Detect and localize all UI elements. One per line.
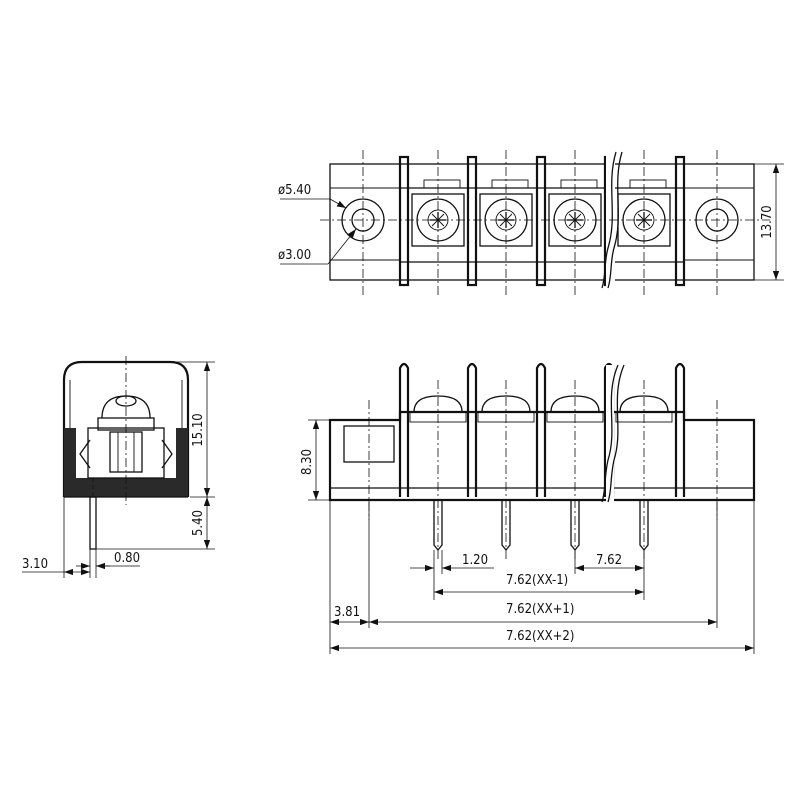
dim-span-plus-2: 7.62(XX+2) xyxy=(330,629,754,652)
front-view: 8.30 1.20 7.62 7.62(XX-1) 3.81 xyxy=(300,362,756,654)
dim-front-height: 8.30 xyxy=(300,419,330,501)
dim-pin-thickness-label: 0.80 xyxy=(114,551,140,566)
dim-span-plus-2-label: 7.62(XX+2) xyxy=(506,629,574,644)
dim-inner-diameter-label: ø3.00 xyxy=(278,248,311,263)
dim-width-top-label: 13.70 xyxy=(760,205,775,238)
dim-span-plus-1: 3.81 7.62(XX+1) xyxy=(329,500,755,654)
top-view-centerlines xyxy=(320,150,770,295)
dim-outer-diameter-label: ø5.40 xyxy=(278,183,311,198)
top-view-barriers xyxy=(398,155,686,287)
front-view-screws xyxy=(409,395,673,423)
front-view-barriers xyxy=(398,362,686,497)
front-view-centerlines xyxy=(368,380,718,560)
dim-pin-width-label: 1.20 xyxy=(462,553,488,568)
dim-outer-diameter: ø5.40 xyxy=(278,183,347,209)
dim-body-height-label: 15.10 xyxy=(191,413,206,446)
dim-inner-diameter: ø3.00 xyxy=(278,228,357,265)
dim-width-top: 13.70 xyxy=(754,163,784,281)
dim-side-offset-label: 3.10 xyxy=(22,557,48,572)
front-view-break-mark xyxy=(601,364,625,505)
dim-span-minus-1: 7.62(XX-1) xyxy=(434,573,644,596)
front-view-pins xyxy=(433,500,649,552)
top-view: 13.70 ø5.40 ø3.00 xyxy=(278,150,784,295)
dim-pitch-label: 7.62 xyxy=(596,553,622,568)
dim-edge-offset-label: 3.81 xyxy=(334,605,360,620)
dim-span-minus-1-label: 7.62(XX-1) xyxy=(506,573,568,588)
dim-pin-height: 5.40 xyxy=(96,497,215,550)
dim-pin-height-label: 5.40 xyxy=(191,510,206,536)
side-view: 15.10 5.40 3.10 0.80 xyxy=(22,356,215,578)
dim-body-height: 15.10 xyxy=(170,361,215,498)
side-view-pin xyxy=(89,496,97,550)
dim-span-plus-1-label: 7.62(XX+1) xyxy=(506,602,574,617)
top-view-body-outline xyxy=(329,163,755,281)
dim-side-offsets: 3.10 0.80 xyxy=(22,497,140,578)
dim-front-height-label: 8.30 xyxy=(300,449,315,475)
